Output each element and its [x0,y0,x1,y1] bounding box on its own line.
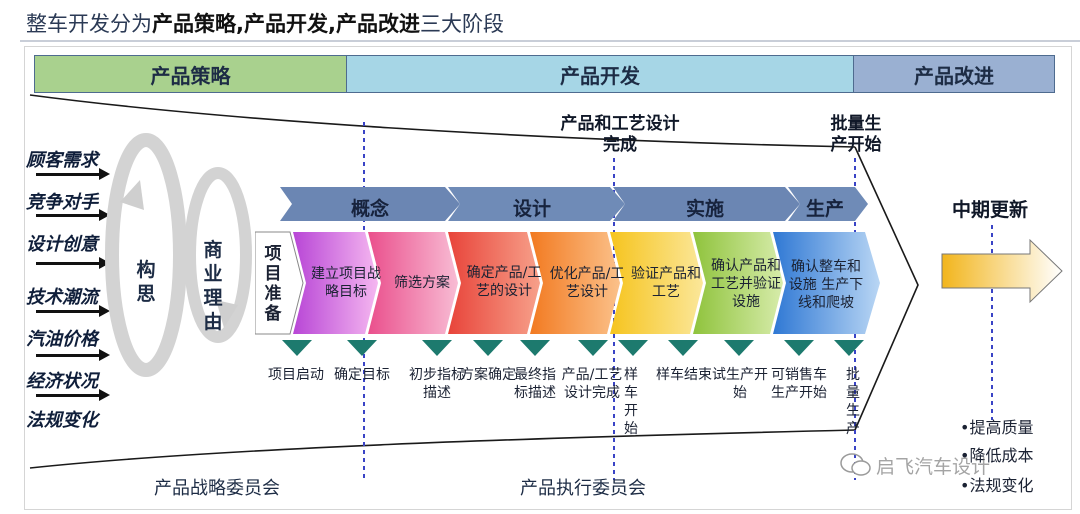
gate-icon [578,340,608,356]
arrow-icon [36,389,110,401]
arrow-icon [36,209,110,221]
gate-design-complete: 产品/工艺设计完成 [561,367,623,401]
gate-icon [784,340,814,356]
gate-prototype-start: 样车开始 [624,367,638,437]
stage-strategy-target: 建立项目战略目标 [311,266,381,300]
gate-icon [282,340,312,356]
input-oil-price: 汽油价格 [26,329,98,350]
phase-improvement: 产品改进 [853,55,1055,93]
gate-icon [834,340,864,356]
gate-saleable-production: 可销售车生产开始 [771,367,827,401]
gate-icon [618,340,648,356]
gate-initial-spec: 初步指标描述 [409,367,465,401]
milestone-batch-start: 批量生产开始 [830,114,882,155]
stage-project-prep: 项目准备 [264,244,282,324]
improvement-cost: •降低成本 [960,446,1034,465]
subphase-design: 设计 [512,198,551,220]
milestone-design-complete: 产品和工艺设计完成 [560,114,680,155]
stage-validate-facilities: 确认产品和工艺并验证设施 [711,258,781,310]
milestone-mid-update: 中期更新 [951,199,1028,221]
title-divider [20,40,1080,42]
input-economy: 经济状况 [26,371,98,392]
input-regulations: 法规变化 [26,410,98,431]
cycle-business-label: 商业理由 [203,239,223,333]
input-competitors: 竞争对手 [26,192,98,213]
stage-optimize-design: 优化产品/工艺设计 [549,266,625,300]
stage-screen-options: 筛选方案 [394,275,450,291]
gate-icon [520,340,550,356]
input-design-ideas: 设计创意 [26,234,98,255]
gate-icon [347,340,377,356]
gate-icon [473,340,503,356]
stage-confirm-design: 确定产品/工艺的设计 [466,265,542,299]
phase-development: 产品开发 [346,55,854,93]
watermark-text: 启飞汽车设计 [876,456,991,478]
subphase-chevrons [280,187,868,221]
gate-icon [422,340,452,356]
input-tech-trends: 技术潮流 [26,287,98,308]
improvement-regulations: •法规变化 [960,476,1034,495]
page-title: 整车开发分为产品策略,产品开发,产品改进三大阶段 [26,12,504,36]
gate-mass-production: 批量生产 [846,367,860,437]
subphase-implement: 实施 [685,198,724,220]
subphase-production: 生产 [805,198,844,220]
input-customer-demand: 顾客需求 [26,150,98,171]
phase-strategy: 产品策略 [34,55,347,93]
improvement-quality: •提高质量 [960,418,1034,437]
wechat-icon [840,452,872,478]
arrow-icon [36,257,110,269]
gate-final-spec: 最终指标描述 [514,367,556,401]
cycle-icon [105,133,252,377]
gate-concept-decided: 方案确定 [460,367,516,383]
gate-project-start: 项目启动 [268,367,324,383]
stage-launch-ramp: 确认整车和设施 生产下线和爬坡 [788,259,864,311]
gate-target-set: 确定目标 [334,367,390,383]
arrow-icon [36,305,110,317]
stage-verify: 验证产品和工艺 [631,266,701,300]
gate-icon [724,340,754,356]
cycle-concept-label: 构思 [136,259,156,305]
stage-chevrons [255,231,880,335]
gate-prototype-end: 样车结束 [656,367,712,383]
subphase-concept: 概念 [350,198,389,220]
arrow-icon [36,349,110,361]
committee-strategy: 产品战略委员会 [154,478,280,499]
gate-trial-production: 试生产开始 [712,367,768,401]
gate-icon [668,340,698,356]
committee-execution: 产品执行委员会 [520,478,646,499]
mid-update-arrow-icon [941,238,1063,304]
arrow-icon [36,168,110,180]
